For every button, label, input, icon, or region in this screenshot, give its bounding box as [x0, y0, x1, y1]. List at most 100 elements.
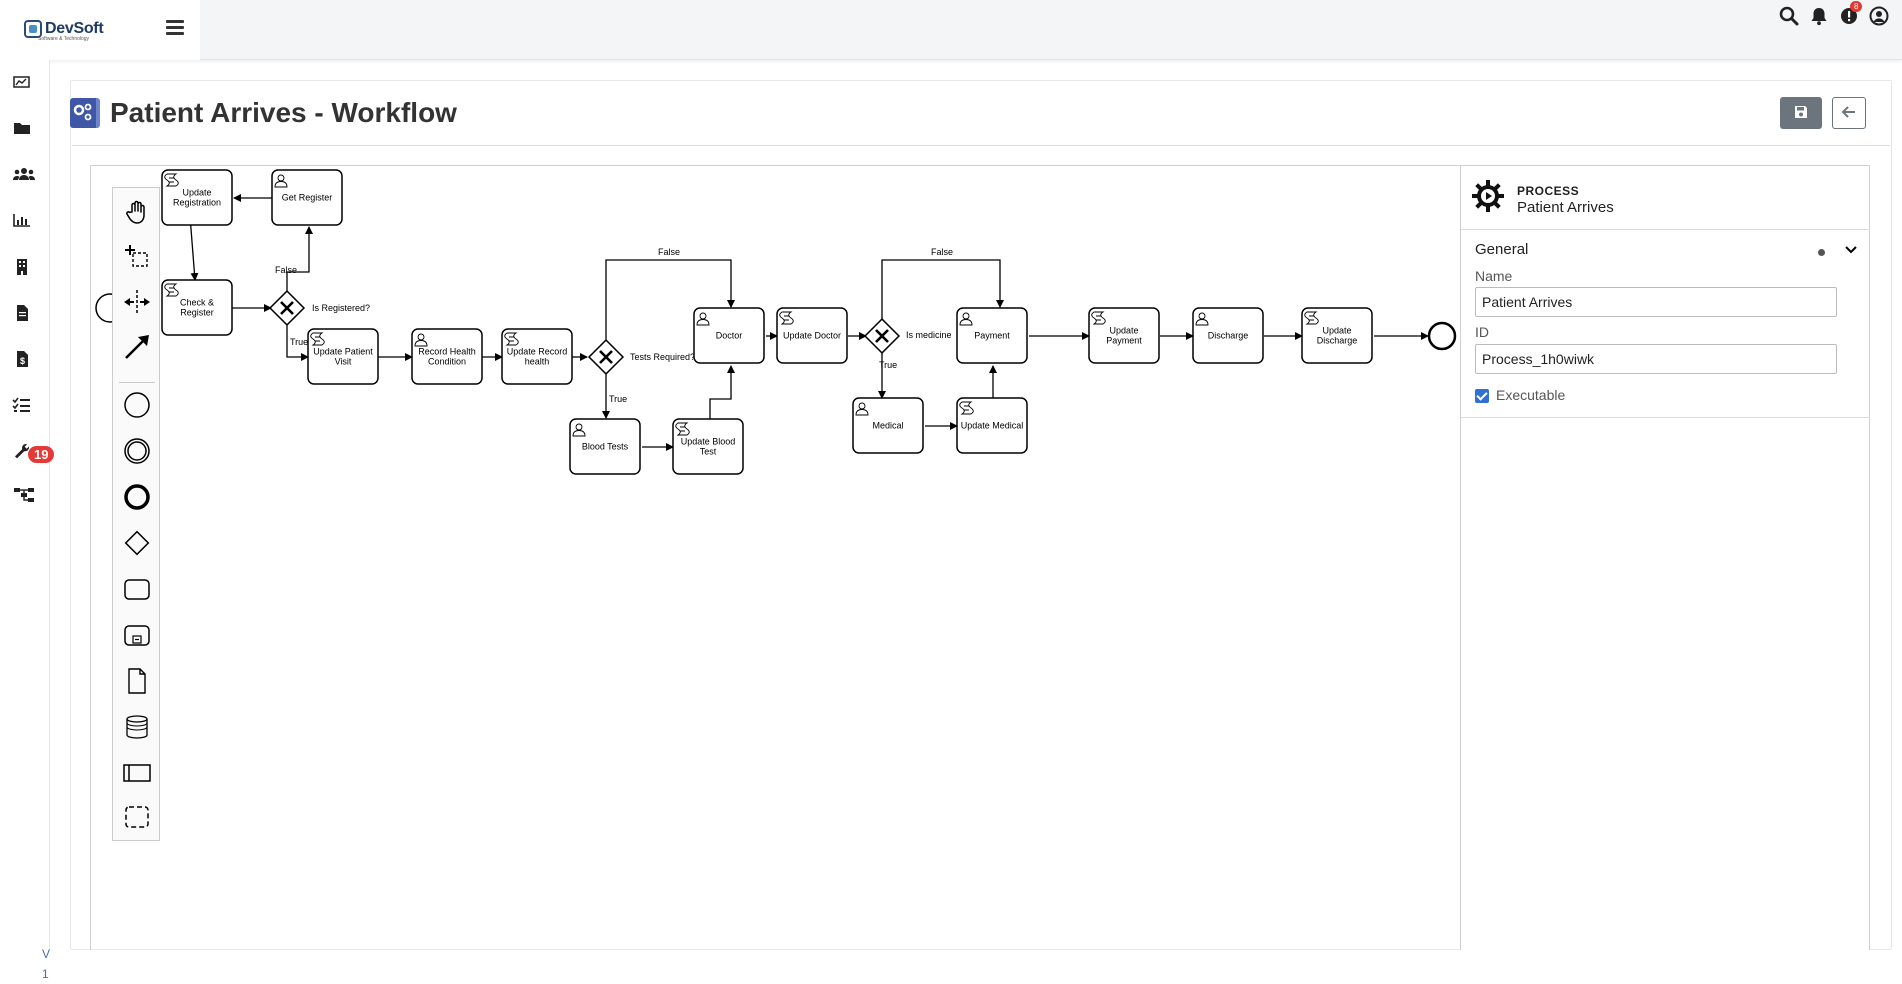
- building-icon[interactable]: [12, 258, 34, 278]
- gateway-tool-icon[interactable]: [123, 529, 151, 557]
- end-event[interactable]: [1427, 321, 1457, 351]
- intermediate-event-tool-icon[interactable]: [123, 437, 151, 465]
- logo-icon: [24, 20, 42, 38]
- version-label: V 1: [42, 944, 50, 984]
- pool-tool-icon[interactable]: [123, 759, 151, 787]
- group-status-dot: [1818, 249, 1825, 256]
- tasks-list-icon[interactable]: [12, 396, 34, 416]
- task-blood-tests[interactable]: Blood Tests: [569, 418, 641, 475]
- task-discharge[interactable]: Discharge: [1192, 307, 1264, 364]
- chart-bar-icon[interactable]: [12, 212, 34, 232]
- flow-label-true: True: [290, 337, 308, 347]
- hand-tool-icon[interactable]: [123, 198, 151, 226]
- gateway-label-is-medicine: Is medicine: [906, 330, 952, 340]
- executable-label: Executable: [1496, 387, 1566, 403]
- gateway-is-registered[interactable]: Is Registered?: [268, 289, 370, 327]
- connect-tool-icon[interactable]: [123, 333, 151, 361]
- data-object-tool-icon[interactable]: [123, 667, 151, 695]
- task-label: Discharge: [1208, 331, 1249, 341]
- task-update-medical[interactable]: Update Medical: [956, 397, 1028, 454]
- wrench-icon[interactable]: [12, 442, 34, 462]
- back-button[interactable]: [1832, 97, 1866, 129]
- script-task-icon: [164, 173, 179, 187]
- devsoft-logo[interactable]: DevSoft: [24, 20, 104, 38]
- gateway-is-medicine[interactable]: Is medicine: [863, 317, 952, 355]
- script-task-icon: [504, 332, 519, 346]
- document-icon[interactable]: [12, 304, 34, 324]
- task-medical[interactable]: Medical: [852, 397, 924, 454]
- id-field[interactable]: [1475, 344, 1837, 374]
- save-icon: [1795, 105, 1807, 118]
- task-payment[interactable]: Payment: [956, 307, 1028, 364]
- bpmn-canvas[interactable]: [90, 165, 1870, 950]
- gateway-tests-required[interactable]: Tests Required?: [587, 338, 695, 376]
- space-tool-icon[interactable]: [123, 288, 151, 316]
- end-event-tool-icon[interactable]: [123, 483, 151, 511]
- general-group-title[interactable]: General: [1475, 241, 1529, 258]
- task-label: Medical: [872, 421, 903, 431]
- start-event-tool-icon[interactable]: [123, 391, 151, 419]
- sitemap-icon[interactable]: [12, 486, 34, 506]
- executable-checkbox[interactable]: [1475, 389, 1489, 403]
- alert-icon[interactable]: 8: [1838, 1, 1863, 27]
- tasks-badge: 19: [28, 446, 55, 463]
- notification-badge: 8: [1850, 1, 1863, 12]
- task-get-register[interactable]: Get Register: [271, 169, 343, 226]
- general-group: General Name ID Executable: [1461, 230, 1870, 418]
- users-icon[interactable]: [12, 166, 35, 186]
- brand-area: DevSoft Software & Technology: [0, 0, 200, 60]
- user-task-icon: [572, 423, 586, 437]
- script-task-icon: [779, 311, 794, 325]
- lasso-tool-icon[interactable]: [123, 243, 151, 271]
- dashboard-icon[interactable]: [12, 74, 34, 94]
- task-tool-icon[interactable]: [123, 575, 151, 603]
- task-check-register[interactable]: Check &Register: [161, 279, 233, 336]
- task-doctor[interactable]: Doctor: [693, 307, 765, 364]
- palette-separator: [119, 382, 155, 383]
- task-label: Blood Tests: [582, 442, 629, 452]
- properties-element-type: PROCESS: [1517, 184, 1580, 198]
- search-icon[interactable]: [1778, 5, 1800, 27]
- task-label: Get Register: [282, 193, 333, 203]
- gateway-label-tests-required: Tests Required?: [630, 352, 695, 362]
- flow-label-false: False: [931, 247, 953, 257]
- data-store-tool-icon[interactable]: [123, 713, 151, 741]
- script-task-icon: [1091, 311, 1106, 325]
- arrow-left-icon: [1841, 105, 1855, 118]
- svg-text:$: $: [20, 356, 25, 366]
- script-task-icon: [959, 401, 974, 415]
- page-title: Patient Arrives - Workflow: [110, 97, 457, 128]
- process-gear-icon: [1471, 179, 1505, 218]
- folder-icon[interactable]: [12, 120, 34, 140]
- invoice-dollar-icon[interactable]: $: [12, 350, 34, 370]
- properties-panel: PROCESS Patient Arrives General Name ID …: [1460, 166, 1870, 950]
- menu-toggle-icon[interactable]: [166, 20, 184, 36]
- modeler-palette: [112, 187, 160, 841]
- user-account-icon[interactable]: [1868, 5, 1890, 27]
- task-update-doctor[interactable]: Update Doctor: [776, 307, 848, 364]
- subprocess-tool-icon[interactable]: [123, 621, 151, 649]
- user-task-icon: [274, 174, 288, 188]
- group-tool-icon[interactable]: [123, 803, 151, 831]
- chevron-down-icon[interactable]: [1843, 243, 1859, 257]
- bpmn-diagram[interactable]: Is Registered? Tests Required? Is medici…: [90, 165, 1460, 950]
- name-field[interactable]: [1475, 287, 1837, 317]
- task-label: Update Doctor: [783, 331, 841, 341]
- logo-text: DevSoft: [45, 20, 104, 37]
- user-task-icon: [959, 312, 973, 326]
- script-task-icon: [310, 332, 325, 346]
- script-task-icon: [1304, 311, 1319, 325]
- script-task-icon: [675, 422, 690, 436]
- bell-icon[interactable]: [1808, 5, 1830, 27]
- save-button[interactable]: [1780, 97, 1822, 129]
